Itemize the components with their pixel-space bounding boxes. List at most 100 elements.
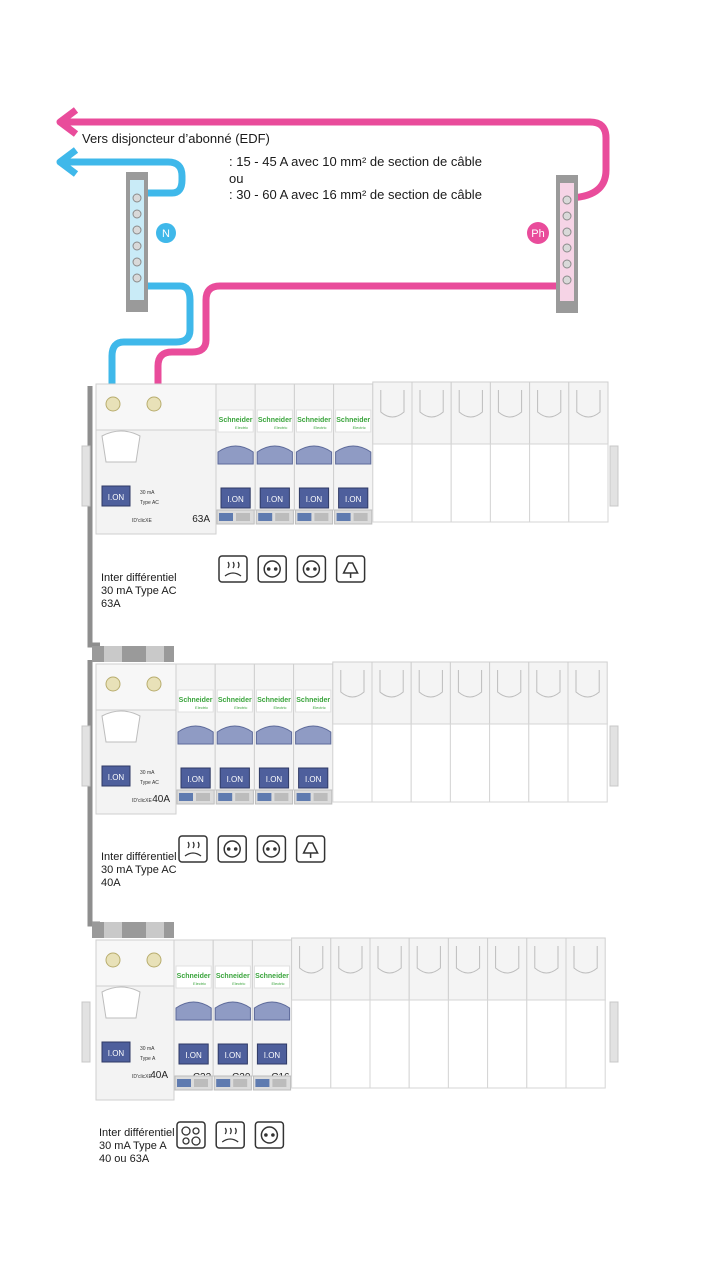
slot-cover-top (565, 937, 606, 1001)
slot-clip (497, 390, 523, 418)
lamp-shape (342, 562, 359, 578)
breaker-brand-sub: Electric (232, 981, 245, 986)
slot-blank (447, 999, 489, 1089)
slot-clip (299, 946, 324, 974)
slot-clip (536, 670, 561, 698)
breaker-toggle-cover (177, 725, 214, 745)
burner-1 (181, 1126, 191, 1136)
breaker-button-label: I.ON (225, 1051, 242, 1060)
breaker-button-label: I.ON (305, 775, 322, 784)
burner-3 (182, 1137, 190, 1145)
breaker-brand-sub: Electric (273, 705, 286, 710)
breaker-button-label: I.ON (345, 495, 362, 504)
slot-blank (565, 999, 606, 1089)
rcd-screw-left (105, 676, 121, 692)
rail-end-right (609, 445, 619, 507)
empty-slot-7 (567, 661, 608, 803)
breaker-terminal-left (257, 793, 272, 801)
rail-end-right (609, 725, 619, 787)
breaker-button-label: I.ON (227, 495, 244, 504)
socket-pin-right (271, 1133, 275, 1137)
socket-icon (257, 555, 287, 583)
breaker-brand-plate (175, 965, 212, 989)
breaker-brand-plate (253, 965, 291, 989)
breaker-brand-sub: Electric (353, 425, 366, 430)
breaker-terminal-right (194, 1079, 208, 1087)
slot-clip (495, 946, 520, 974)
slot-blank (529, 443, 570, 523)
slot-cover-top (371, 661, 412, 725)
rcd-brand-tag: ID'clicXE (132, 1074, 153, 1080)
slot-clip (497, 670, 522, 698)
breaker-brand: Schneider (296, 697, 330, 704)
breaker-terminal-left (219, 513, 233, 521)
empty-slot-2 (371, 661, 412, 803)
empty-slot-5 (529, 381, 570, 523)
socket-pin-left (306, 567, 310, 571)
empty-slot-4 (449, 661, 491, 803)
breaker-button-label: I.ON (187, 775, 204, 784)
slot-blank (408, 999, 449, 1089)
empty-slot-3 (369, 937, 410, 1089)
slot-blank (526, 999, 567, 1089)
svg-text:Ph: Ph (531, 228, 544, 240)
breaker-brand-sub: Electric (274, 425, 287, 430)
socket-pin-right (273, 847, 277, 851)
rcd-sensitivity: 30 mA (140, 1046, 155, 1052)
cooktop-icon-frame (176, 1121, 206, 1149)
neutral-wire-to-rcd (108, 282, 194, 386)
slot-cover-top (372, 381, 413, 445)
slot-blank (450, 443, 491, 523)
slot-blank (410, 723, 451, 803)
breaker-on-button (219, 767, 250, 789)
empty-slot-3 (410, 661, 451, 803)
slot-cover-top (526, 937, 567, 1001)
socket-icon-frame (257, 555, 287, 583)
appliance-shape (224, 561, 242, 577)
phase-arrow-head (56, 107, 79, 137)
breaker-brand-plate (295, 689, 332, 713)
phase-wire-to-edf (64, 118, 610, 202)
breaker-button-label: I.ON (267, 495, 284, 504)
socket-ring (262, 840, 281, 858)
rcd-screw-right (146, 952, 162, 968)
slot-cover-top (528, 661, 569, 725)
slot-cover-top (330, 937, 371, 1001)
breaker-terminal-right (236, 513, 250, 521)
breaker-terminal-left (177, 1079, 191, 1087)
breaker-brand-sub: Electric (271, 981, 284, 986)
lamp-icon-frame (295, 835, 326, 863)
breaker-brand: Schneider (336, 417, 370, 424)
breaker-terminal-right (272, 1079, 287, 1087)
breaker-terminal-right (313, 793, 328, 801)
rcd-rating: 63A (192, 514, 210, 525)
slot-cover-top (489, 661, 530, 725)
washing-machine-icon (215, 1121, 245, 1149)
breaker-brand: Schneider (179, 697, 213, 704)
breaker-brand-plate (335, 409, 372, 433)
breaker-brand: Schneider (257, 697, 291, 704)
slot-blank (449, 723, 491, 803)
slot-clip (377, 946, 402, 974)
empty-slot-4 (489, 381, 531, 523)
slot-blank (528, 723, 569, 803)
socket-icon (254, 1121, 285, 1149)
spec-line-1: : 15 - 45 A avec 10 mm² de section de câ… (229, 154, 482, 169)
breaker-button-label: I.ON (266, 775, 283, 784)
slot-clip (338, 946, 363, 974)
breaker-button-label: I.ON (185, 1051, 202, 1060)
empty-slot-7 (526, 937, 567, 1089)
slot-cover-top (449, 661, 491, 725)
breaker-brand-plate (217, 409, 254, 433)
empty-slot-3 (450, 381, 491, 523)
breaker-on-button (256, 1043, 288, 1065)
phase-wire-to-rcd (154, 282, 560, 386)
breaker-terminal-right (275, 513, 290, 521)
rcd-type: Type AC (140, 500, 159, 506)
breaker-terminal-left (216, 1079, 231, 1087)
slot-clip (419, 390, 444, 418)
